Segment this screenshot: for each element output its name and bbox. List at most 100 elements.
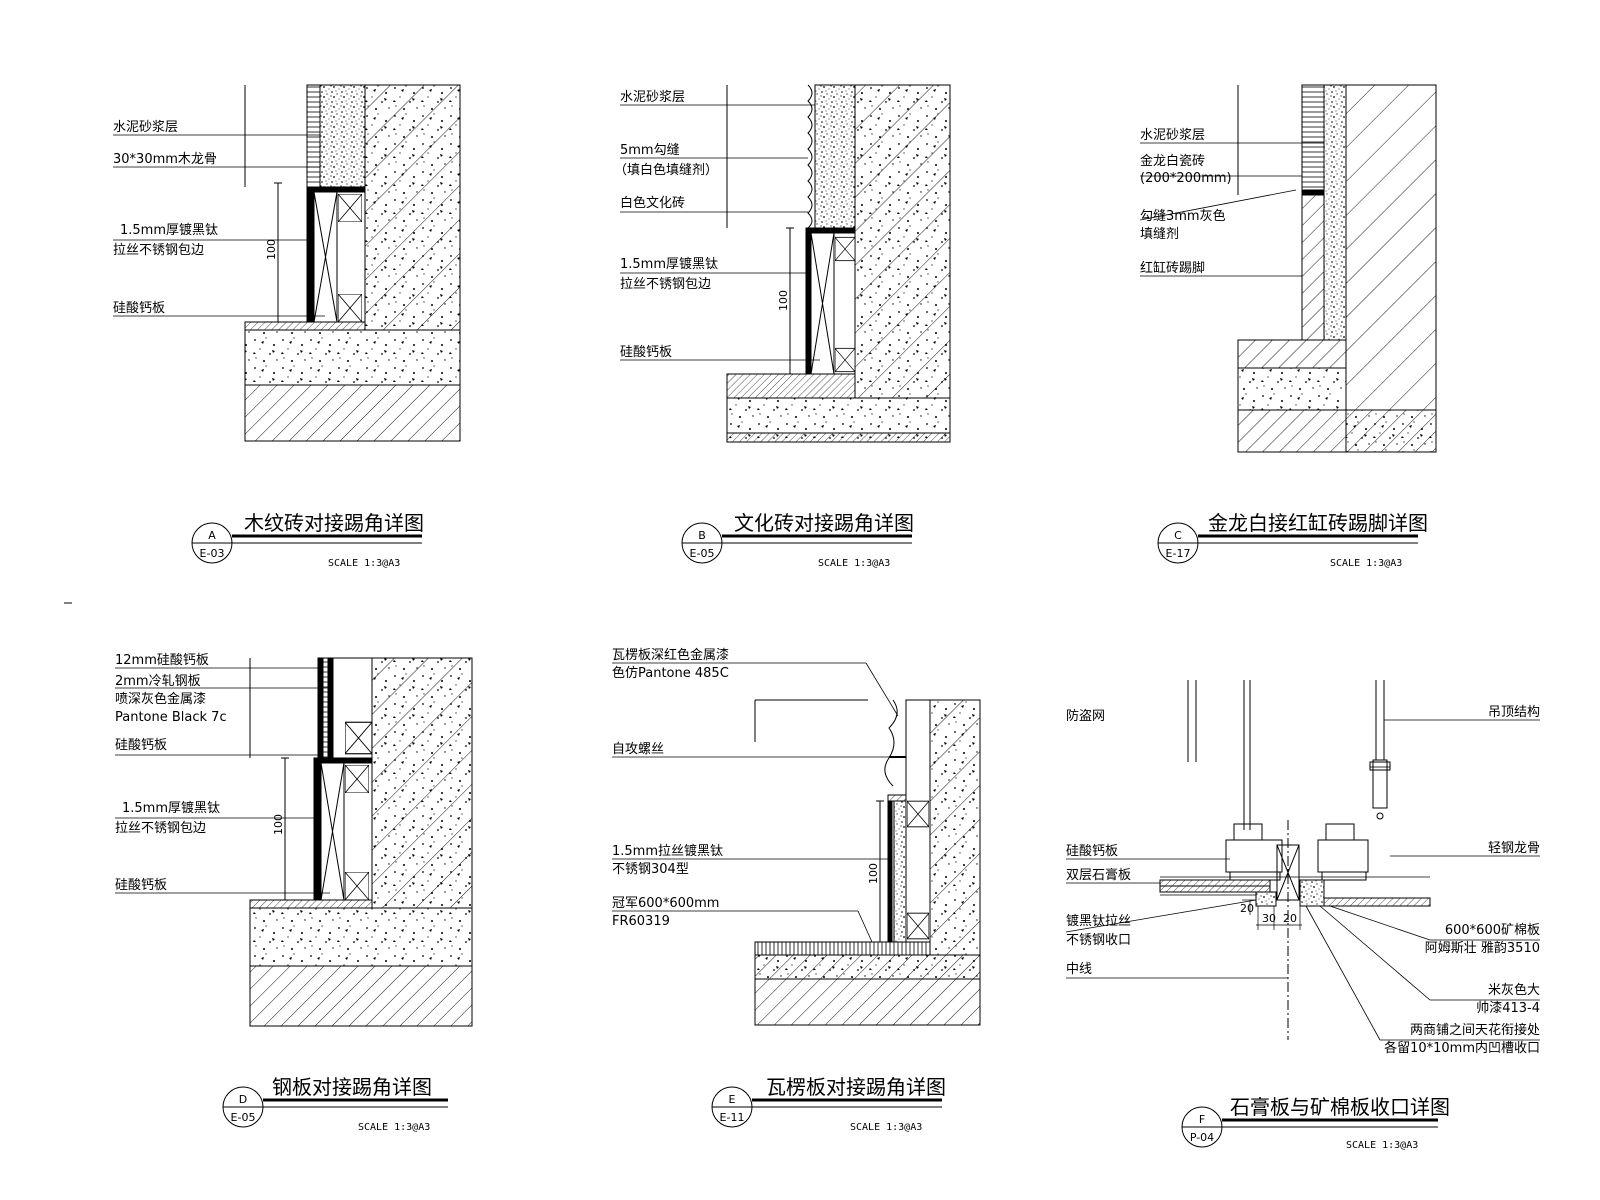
detail-a: 100 水泥砂浆层 30*30mm木龙骨 1.5mm厚镀黑钛 拉丝不锈钢包边 硅…	[113, 84, 461, 569]
label-calcium-silicate-board-lower: 硅酸钙板	[115, 878, 167, 893]
title-block: D E-05 钢板对接踢角详图 SCALE 1:3@A3	[222, 1075, 448, 1133]
label-tile-code: FR60319	[612, 914, 670, 929]
label-grout-gray: 勾缝3mm灰色	[1140, 208, 1226, 224]
sheet-reference: P-04	[1190, 1131, 1214, 1144]
label-titanium-plating: 1.5mm厚镀黑钛	[120, 222, 218, 238]
label-calcium-silicate-board: 硅酸钙板	[113, 301, 165, 316]
detail-letter: A	[208, 529, 216, 542]
detail-title: 钢板对接踢角详图	[272, 1075, 432, 1099]
label-cement-mortar: 水泥砂浆层	[1140, 128, 1205, 143]
label-armstrong: 阿姆斯壮 雅韵3510	[1425, 941, 1540, 956]
leader-lines	[1139, 142, 1324, 277]
leader-lines	[612, 662, 899, 943]
detail-f: 20 30 20 防盗网 硅酸钙板 双层石膏板 镀黑钛拉丝 不锈钢收口 中线 吊…	[1065, 680, 1540, 1151]
dimension-label: 100	[867, 863, 880, 884]
label-culture-brick: 白色文化砖	[620, 195, 685, 211]
sheet-reference: E-17	[1166, 547, 1191, 560]
label-cement-mortar: 水泥砂浆层	[113, 120, 178, 135]
detail-scale: SCALE 1:3@A3	[328, 558, 400, 569]
detail-c-drawing	[1237, 84, 1437, 453]
label-titanium-brushed: 镀黑钛拉丝	[1066, 913, 1131, 929]
detail-scale: SCALE 1:3@A3	[1346, 1140, 1418, 1151]
detail-e-drawing	[754, 699, 981, 1026]
leader-lines	[113, 134, 325, 317]
detail-scale: SCALE 1:3@A3	[1330, 558, 1402, 569]
label-calcium-silicate-board: 硅酸钙板	[1066, 844, 1118, 859]
label-pantone: 色仿Pantone 485C	[612, 665, 729, 681]
detail-b-drawing	[726, 84, 951, 443]
label-titanium-plating: 1.5mm厚镀黑钛	[122, 800, 220, 816]
dimension-20-right: 20	[1283, 912, 1297, 925]
label-pantone: Pantone Black 7c	[115, 710, 227, 725]
title-block: A E-03 木纹砖对接踢角详图 SCALE 1:3@A3	[191, 511, 424, 569]
label-grout-fill: 填缝剂	[1140, 227, 1179, 242]
label-cement-mortar: 水泥砂浆层	[620, 90, 685, 105]
label-steel-closure: 不锈钢收口	[1066, 933, 1131, 948]
label-tile-size: (200*200mm)	[1140, 171, 1232, 186]
detail-title: 文化砖对接踢角详图	[734, 511, 914, 535]
dimension-label: 100	[777, 290, 790, 311]
label-floor-tile: 冠军600*600mm	[612, 896, 719, 911]
detail-title: 木纹砖对接踢角详图	[244, 511, 424, 535]
label-wood-keel: 30*30mm木龙骨	[113, 152, 217, 167]
detail-letter: F	[1199, 1113, 1205, 1126]
label-steel-edging: 拉丝不锈钢包边	[620, 277, 711, 292]
detail-f-drawing	[1159, 680, 1431, 1040]
detail-title: 石膏板与矿棉板收口详图	[1230, 1095, 1450, 1119]
detail-scale: SCALE 1:3@A3	[358, 1122, 430, 1133]
detail-letter: D	[239, 1093, 247, 1106]
label-shop-junction: 两商铺之间天花衔接处	[1410, 1022, 1540, 1038]
label-steel-edging: 拉丝不锈钢包边	[115, 821, 206, 836]
label-ceiling-structure: 吊顶结构	[1488, 705, 1540, 720]
detail-b: 100 水泥砂浆层 5mm勾缝 （填白色填缝剂） 白色文化砖 1.5mm厚镀黑钛…	[614, 84, 951, 569]
label-grout-fill: （填白色填缝剂）	[614, 162, 718, 178]
label-paint-code: 帅漆413-4	[1476, 1000, 1540, 1016]
label-corrugated-board: 瓦楞板深红色金属漆	[612, 647, 729, 663]
detail-d-drawing	[249, 657, 473, 1027]
label-calcium-silicate-12mm: 12mm硅酸钙板	[115, 653, 209, 668]
sheet-reference: E-05	[690, 547, 715, 560]
detail-c: 水泥砂浆层 金龙白瓷砖 (200*200mm) 勾缝3mm灰色 填缝剂 红缸砖踢…	[1139, 84, 1437, 569]
detail-d: 100 12mm硅酸钙板 2mm冷轧钢板 喷深灰色金属漆 Pantone Bla…	[115, 653, 473, 1133]
label-paint-color: 米灰色大	[1488, 982, 1540, 998]
label-mineral-board: 600*600矿棉板	[1445, 923, 1540, 938]
leader-lines	[620, 104, 820, 361]
title-block: B E-05 文化砖对接踢角详图 SCALE 1:3@A3	[681, 511, 914, 569]
label-self-tapping-screw: 自攻螺丝	[612, 742, 664, 757]
dimension-label: 100	[265, 239, 278, 260]
detail-scale: SCALE 1:3@A3	[850, 1122, 922, 1133]
detail-letter: E	[729, 1093, 736, 1106]
sheet-reference: E-11	[720, 1111, 745, 1124]
detail-scale: SCALE 1:3@A3	[818, 558, 890, 569]
label-titanium-plating: 1.5mm拉丝镀黑钛	[612, 843, 723, 859]
label-porcelain-tile: 金龙白瓷砖	[1140, 153, 1205, 169]
label-light-steel-keel: 轻钢龙骨	[1488, 841, 1540, 856]
leader-lines	[115, 667, 330, 894]
title-block: F P-04 石膏板与矿棉板收口详图 SCALE 1:3@A3	[1181, 1095, 1450, 1151]
sheet-reference: E-03	[200, 547, 225, 560]
label-metal-paint: 喷深灰色金属漆	[115, 691, 206, 707]
label-titanium-plating: 1.5mm厚镀黑钛	[620, 256, 718, 272]
label-calcium-silicate-board: 硅酸钙板	[620, 345, 672, 360]
label-anti-theft-net: 防盗网	[1066, 708, 1105, 724]
dimension-30: 30	[1262, 912, 1276, 925]
leader-lines	[1065, 719, 1540, 1041]
label-red-brick-skirting: 红缸砖踢脚	[1140, 260, 1205, 276]
label-grout-joint: 5mm勾缝	[620, 143, 680, 158]
label-cold-rolled-steel: 2mm冷轧钢板	[115, 674, 201, 689]
dimension-label: 100	[272, 814, 285, 835]
detail-title: 瓦楞板对接踢角详图	[766, 1075, 946, 1099]
label-groove-closure: 各留10*10mm内凹槽收口	[1384, 1040, 1540, 1056]
title-block: C E-17 金龙白接红缸砖踢脚详图 SCALE 1:3@A3	[1157, 511, 1428, 569]
detail-title: 金龙白接红缸砖踢脚详图	[1208, 511, 1428, 535]
label-calcium-silicate-board: 硅酸钙板	[115, 738, 167, 753]
label-center-line: 中线	[1066, 962, 1092, 977]
label-double-gypsum: 双层石膏板	[1066, 867, 1131, 883]
detail-letter: C	[1174, 529, 1182, 542]
dimension-20-left: 20	[1240, 902, 1254, 915]
detail-letter: B	[698, 529, 706, 542]
label-steel-edging: 拉丝不锈钢包边	[113, 243, 204, 258]
sheet-reference: E-05	[231, 1111, 256, 1124]
detail-e: 100 瓦楞板深红色金属漆 色仿Pantone 485C 自攻螺丝 1.5mm拉…	[612, 647, 981, 1133]
